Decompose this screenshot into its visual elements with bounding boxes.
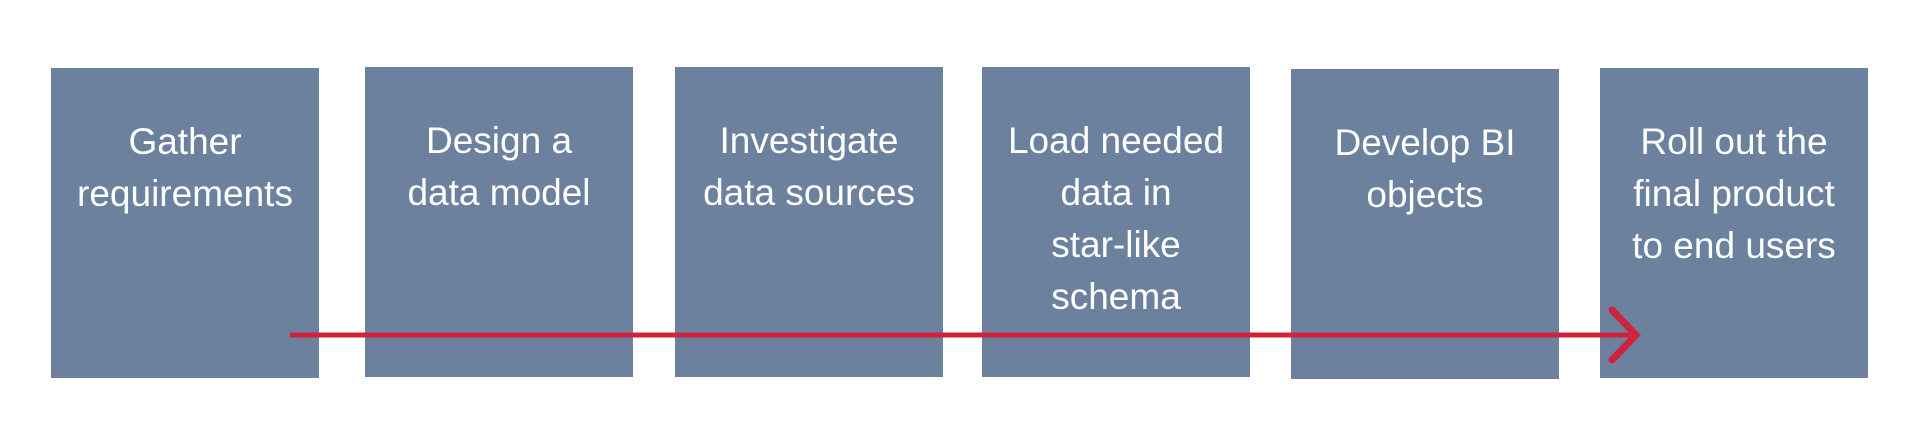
step-text-line: data model bbox=[407, 172, 591, 213]
step-box-load-needed-data: Load needed data in star-like schema bbox=[982, 67, 1250, 377]
step-text-line: data in bbox=[1060, 172, 1172, 213]
step-text-line: Investigate bbox=[719, 120, 899, 161]
step-box-design-data-model: Design a data model bbox=[365, 67, 633, 377]
step-box-gather-requirements: Gather requirements bbox=[51, 68, 319, 378]
step-box-develop-bi-objects: Develop BI objects bbox=[1291, 69, 1559, 379]
step-text-line: Roll out the bbox=[1640, 121, 1828, 162]
step-text-line: Design a bbox=[425, 120, 573, 161]
step-text-line: requirements bbox=[77, 173, 293, 214]
step-box-roll-out-final-product: Roll out the final product to end users bbox=[1600, 68, 1868, 378]
step-text-line: objects bbox=[1366, 174, 1484, 215]
arrow-head-icon bbox=[1608, 306, 1641, 364]
step-text-line: Gather bbox=[128, 121, 242, 162]
step-text-line: star-like bbox=[1051, 224, 1181, 265]
step-text-line: to end users bbox=[1632, 225, 1836, 266]
step-text-line: Develop BI bbox=[1334, 122, 1516, 163]
step-text-line: final product bbox=[1633, 173, 1835, 214]
step-box-investigate-data-sources: Investigate data sources bbox=[675, 67, 943, 377]
step-text-line: schema bbox=[1051, 276, 1181, 317]
step-text-line: data sources bbox=[703, 172, 915, 213]
step-text-line: Load needed bbox=[1007, 120, 1225, 161]
